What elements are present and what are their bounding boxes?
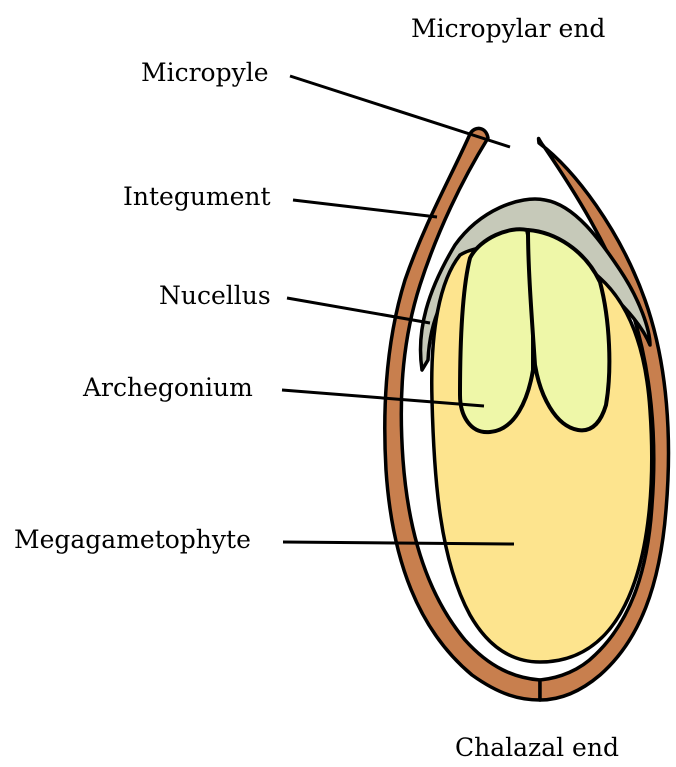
label-archegonium: Archegonium: [83, 373, 253, 403]
label-nucellus: Nucellus: [159, 281, 271, 311]
label-micropylar-end: Micropylar end: [411, 14, 605, 44]
label-chalazal-end: Chalazal end: [455, 733, 619, 763]
integument-leader: [293, 200, 437, 217]
label-integument: Integument: [123, 182, 271, 212]
label-micropyle: Micropyle: [141, 58, 269, 88]
megagametophyte-leader: [283, 542, 514, 544]
micropyle-leader: [290, 76, 510, 147]
label-megagametophyte: Megagametophyte: [14, 525, 251, 555]
archegonium-left: [460, 229, 533, 432]
